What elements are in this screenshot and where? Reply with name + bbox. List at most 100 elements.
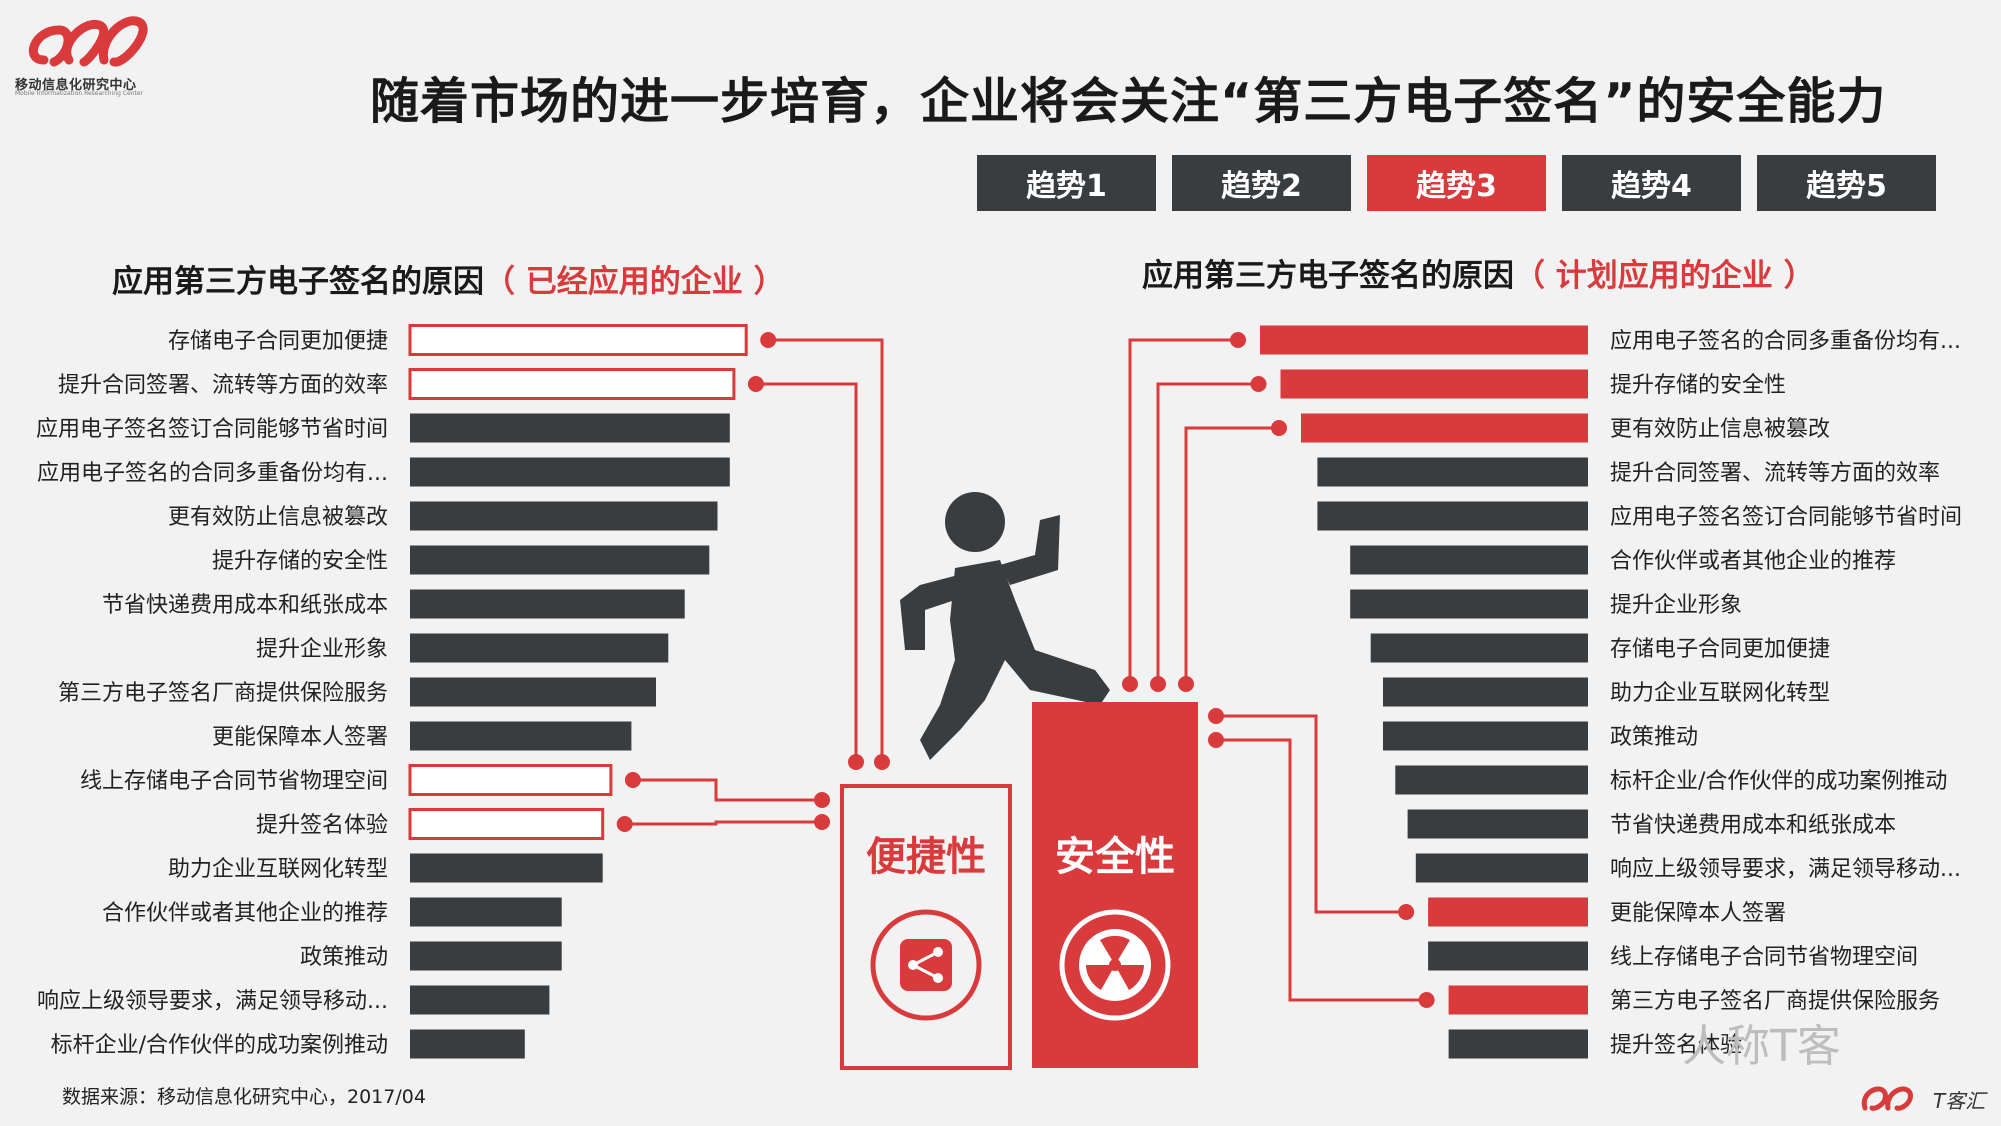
right-chart-title: 应用第三方电子签名的原因（ 计划应用的企业 ） [1142,250,1815,295]
runner-figure-icon [900,492,1110,760]
left-category-label-11: 提升签名体验 [256,813,388,838]
left-bar-6 [410,589,685,619]
left-chart-title: 应用第三方电子签名的原因（ 已经应用的企业 ） [112,256,785,301]
right-category-label-6: 提升企业形象 [1610,593,1742,618]
right-connector-0 [1128,338,1238,684]
wechat-watermark: 人称T客 [1682,1021,1841,1072]
radiation-icon [1059,909,1171,1021]
left-bar-7 [410,633,669,663]
left-bar-9 [410,721,632,751]
left-category-label-10: 线上存储电子合同节省物理空间 [80,769,388,794]
left-bar-8 [410,677,656,707]
right-category-label-16: 提升签名体验 [1610,1033,1742,1058]
left-bar-5 [410,545,710,575]
right-bar-13 [1428,897,1588,927]
convenience-box: 便捷性 [840,784,1012,1070]
logo-subtitle: Mobile Informatization Researching Cente… [15,90,143,97]
left-bar-3 [410,457,730,487]
left-connector-end-2 [814,792,830,808]
right-title-main: 应用第三方电子签名的原因 [1142,258,1514,294]
right-category-label-4: 应用电子签名签订合同能够节省时间 [1610,505,1962,530]
connector-lines [616,332,1435,1008]
right-bars: 应用电子签名的合同多重备份均有...提升存储的安全性更有效防止信息被篡改提升合同… [1260,325,1962,1059]
left-connector-start-2 [624,772,641,788]
tab-trend-3[interactable]: 趋势3 [1367,155,1546,211]
right-bar-11 [1407,809,1588,839]
right-category-label-9: 政策推动 [1610,725,1698,750]
right-connector-end-1 [1150,676,1166,692]
left-bar-0 [408,324,748,356]
tab-trend-2[interactable]: 趋势2 [1172,155,1351,211]
left-category-label-4: 更有效防止信息被篡改 [168,505,388,530]
left-category-label-3: 应用电子签名的合同多重备份均有... [37,461,388,486]
left-bar-16 [410,1029,525,1059]
right-connector-start-3 [1398,904,1415,920]
tab-trend-1[interactable]: 趋势1 [977,155,1156,211]
left-category-label-15: 响应上级领导要求，满足领导移动... [37,989,388,1014]
right-connector-end-2 [1178,676,1194,692]
right-title-accent: （ 计划应用的企业 ） [1514,258,1815,294]
left-title-main: 应用第三方电子签名的原因 [112,264,484,300]
left-bar-14 [410,941,562,971]
logo-name: 移动信息化研究中心 [15,78,137,93]
right-category-label-11: 节省快递费用成本和纸张成本 [1610,813,1896,838]
convenience-label: 便捷性 [866,834,986,880]
left-category-label-13: 合作伙伴或者其他企业的推荐 [102,901,388,926]
left-category-label-12: 助力企业互联网化转型 [168,857,388,882]
right-category-label-8: 助力企业互联网化转型 [1610,681,1830,706]
corner-brand-logo-icon [1861,1086,1913,1111]
right-connector-4 [1216,738,1427,1002]
right-category-label-14: 线上存储电子合同节省物理空间 [1610,945,1918,970]
right-category-label-10: 标杆企业/合作伙伴的成功案例推动 [1610,769,1947,794]
right-connector-end-4 [1208,732,1224,748]
left-connector-end-0 [874,754,890,770]
right-bar-10 [1395,765,1588,795]
left-category-label-8: 第三方电子签名厂商提供保险服务 [58,681,388,706]
right-connector-1 [1156,382,1259,684]
right-bar-14 [1428,941,1588,971]
left-category-label-7: 提升企业形象 [256,637,388,662]
left-bar-1 [408,368,736,400]
left-bar-15 [410,985,550,1015]
trend-tabs: 趋势1 趋势2 趋势3 趋势4 趋势5 [977,155,1936,211]
right-category-label-12: 响应上级领导要求，满足领导移动... [1610,857,1961,882]
tab-trend-4[interactable]: 趋势4 [1562,155,1741,211]
right-connector-end-3 [1208,708,1224,724]
tab-trend-5[interactable]: 趋势5 [1757,155,1936,211]
left-bar-11 [408,808,605,840]
left-connector-2 [632,778,822,802]
right-bar-7 [1370,633,1588,663]
right-category-label-5: 合作伙伴或者其他企业的推荐 [1610,549,1896,574]
security-box: 安全性 [1032,702,1198,1068]
left-connector-end-3 [814,814,830,830]
right-bar-9 [1383,721,1588,751]
data-source-note: 数据来源：移动信息化研究中心，2017/04 [62,1086,426,1108]
left-connector-start-1 [747,376,764,392]
left-bar-12 [410,853,603,883]
right-bar-12 [1415,853,1588,883]
right-connector-3 [1216,714,1407,914]
left-connector-1 [755,382,858,762]
left-category-label-14: 政策推动 [300,945,388,970]
right-category-label-2: 更有效防止信息被篡改 [1610,417,1830,442]
right-bar-16 [1448,1029,1588,1059]
left-category-label-16: 标杆企业/合作伙伴的成功案例推动 [51,1033,388,1058]
left-connector-start-3 [616,816,633,832]
page-title: 随着市场的进一步培育，企业将会关注“第三方电子签名”的安全能力 [370,73,1887,130]
security-label: 安全性 [1055,834,1175,880]
left-connector-0 [768,338,884,762]
right-bar-5 [1350,545,1588,575]
right-category-label-1: 提升存储的安全性 [1610,373,1786,398]
right-connector-end-0 [1122,676,1138,692]
left-bar-4 [410,501,718,531]
left-title-accent: （ 已经应用的企业 ） [484,264,785,300]
left-connector-end-1 [848,754,864,770]
left-bar-2 [410,413,730,443]
left-category-label-2: 应用电子签名签订合同能够节省时间 [36,417,388,442]
right-category-label-15: 第三方电子签名厂商提供保险服务 [1610,989,1940,1014]
left-category-label-1: 提升合同签署、流转等方面的效率 [58,373,388,398]
corner-brand-text: T客汇 [1933,1089,1986,1113]
right-bar-0 [1260,325,1588,355]
right-category-label-3: 提升合同签署、流转等方面的效率 [1610,461,1940,486]
